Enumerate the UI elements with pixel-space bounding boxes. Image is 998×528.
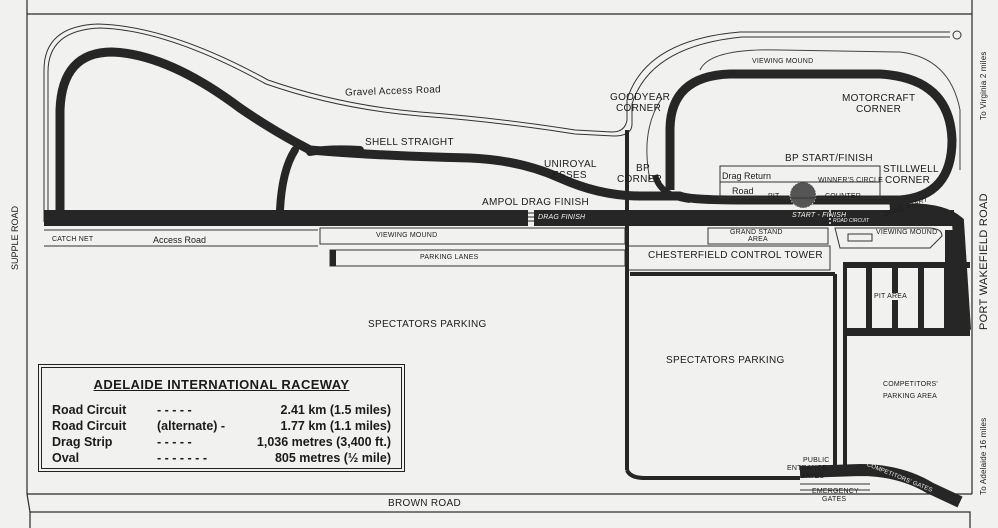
legend-row: Road Circuit - - - - - 2.41 km (1.5 mile… xyxy=(52,402,391,418)
catch-net-label: CATCH NET xyxy=(52,236,94,243)
public-entrance-label-2: ENTRANCE xyxy=(787,465,828,472)
legend-box: ADELAIDE INTERNATIONAL RACEWAY Road Circ… xyxy=(38,364,405,472)
to-adelaide-label: To Adelaide 16 miles xyxy=(979,417,988,495)
winners-circle-marker xyxy=(790,182,816,208)
legend-row-name: Oval xyxy=(52,451,80,465)
legend-title: ADELAIDE INTERNATIONAL RACEWAY xyxy=(93,377,350,392)
bp-corner-label-1: BP xyxy=(636,163,650,174)
chesterfield-control-tower-label: CHESTERFIELD CONTROL TOWER xyxy=(648,250,823,261)
public-entrance-label-3: GATES xyxy=(800,473,825,480)
spectators-parking-right-label: SPECTATORS PARKING xyxy=(666,355,785,366)
ampol-drag-finish-label: AMPOL DRAG FINISH xyxy=(482,197,589,208)
start-finish-label: START - FINISH xyxy=(792,212,847,219)
supple-road-label: SUPPLE ROAD xyxy=(10,205,20,270)
gates-road xyxy=(799,463,963,508)
viewing-mound-mid-label: VIEWING MOUND xyxy=(376,232,438,239)
pit-label: PIT xyxy=(768,193,780,200)
legend-row-name: Drag Strip xyxy=(52,435,113,449)
legend-row-value: 2.41 km (1.5 miles) xyxy=(280,403,391,417)
motorcraft-corner-label-2: CORNER xyxy=(856,104,902,115)
pit-lane xyxy=(719,165,881,199)
gravel-access-road xyxy=(43,23,962,222)
viewing-mound-outline xyxy=(699,49,961,170)
legend-row-dashes: (alternate) - xyxy=(157,419,226,433)
brown-road-label: BROWN ROAD xyxy=(388,498,461,509)
motorcraft-corner-label-1: MOTORCRAFT xyxy=(842,93,916,104)
winners-circle-label: WINNER'S CIRCLE xyxy=(818,177,884,184)
parking-lanes-label: PARKING LANES xyxy=(420,254,479,261)
stillwell-corner-label-2: CORNER xyxy=(885,175,931,186)
stillwell-corner-label-1: STILLWELL xyxy=(883,164,939,175)
emergency-gates-label-1: EMERGENCY xyxy=(812,488,859,495)
grand-stand-label-2: AREA xyxy=(748,236,768,243)
drag-finish-label: DRAG FINISH xyxy=(538,214,586,221)
pit-area-label: PIT AREA xyxy=(874,293,907,300)
legend-row-dashes: - - - - - - - xyxy=(157,451,207,465)
shell-straight-label: SHELL STRAIGHT xyxy=(365,137,454,148)
goodyear-corner-label-2: CORNER xyxy=(616,103,662,114)
access-road-label: Access Road xyxy=(153,235,207,245)
counter-label: COUNTER xyxy=(825,193,862,200)
legend-row-name: Road Circuit xyxy=(52,403,127,417)
emergency-gates-label-2: GATES xyxy=(822,496,847,503)
legend-row: Oval - - - - - - - 805 metres (½ mile) xyxy=(52,450,391,466)
competitors-parking-label-1: COMPETITORS' xyxy=(883,381,938,388)
legend-row-name: Road Circuit xyxy=(52,419,127,433)
drag-strip xyxy=(44,210,954,226)
road-circuit xyxy=(55,47,685,219)
goodyear-corner-label-1: GOODYEAR xyxy=(610,92,671,103)
bp-start-finish-label: BP START/FINISH xyxy=(785,153,873,164)
legend-row-dashes: - - - - - xyxy=(157,403,192,417)
uniroyal-esses-label-1: UNIROYAL xyxy=(544,159,597,170)
uniroyal-esses-label-2: ESSES xyxy=(552,170,587,181)
spectators-parking-left-label: SPECTATORS PARKING xyxy=(368,319,487,330)
bp-corner-label-2: CORNER xyxy=(617,174,663,185)
drag-return-road-label: Road xyxy=(732,186,754,196)
legend-row-value: 1.77 km (1.1 miles) xyxy=(280,419,391,433)
viewing-mound-top-label: VIEWING MOUND xyxy=(752,58,814,65)
legend-row-value: 1,036 metres (3,400 ft.) xyxy=(256,435,391,449)
grand-stand-label-1: GRAND STAND xyxy=(730,229,783,236)
drag-return-label: Drag Return xyxy=(722,171,772,181)
competitors-parking-label-2: PARKING AREA xyxy=(883,393,938,400)
oval-track xyxy=(665,69,957,205)
legend-row: Drag Strip - - - - - 1,036 metres (3,400… xyxy=(52,434,391,450)
viewing-mound-right-label: VIEWING MOUND xyxy=(876,229,938,236)
legend-row-value: 805 metres (½ mile) xyxy=(274,451,391,465)
public-entrance-label-1: PUBLIC xyxy=(803,457,830,464)
legend-row-dashes: - - - - - xyxy=(157,435,192,449)
boundary-lines xyxy=(26,0,973,528)
port-wakefield-road-label: PORT WAKEFIELD ROAD xyxy=(978,193,990,330)
legend-row: Road Circuit (alternate) - 1.77 km (1.1 … xyxy=(52,418,391,434)
road-circuit-label: ROAD CIRCUIT xyxy=(833,218,870,224)
to-virginia-label: To Virginia 2 miles xyxy=(979,51,988,120)
drag-finish-marker xyxy=(528,210,534,226)
